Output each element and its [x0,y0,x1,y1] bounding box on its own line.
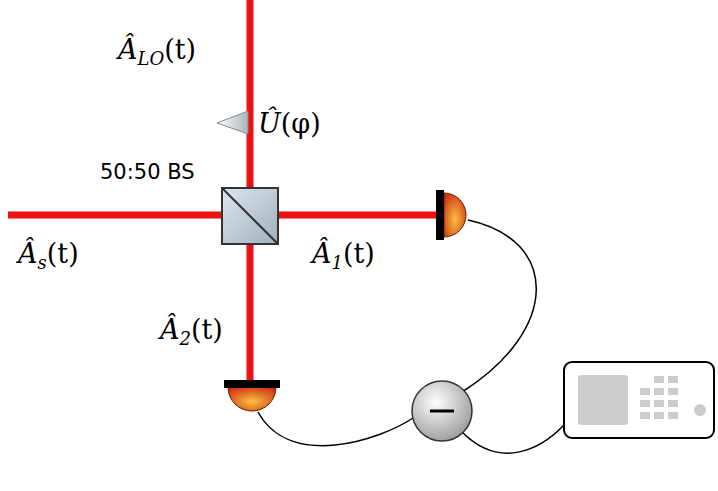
analyzer-knob [694,404,706,416]
analyzer-key [640,400,650,407]
beam-splitter [222,188,278,244]
wire [258,412,413,446]
analyzer-key [668,400,678,407]
field-operator-label: ÂLO(t) [118,36,196,68]
phase-wedge [217,111,248,134]
detector-face [224,380,280,388]
splitter-diagonal [222,188,278,244]
spectrum-analyzer [564,362,714,438]
analyzer-key [640,412,650,419]
subtractor [412,381,472,441]
minus-symbol [430,410,454,413]
analyzer-key [654,400,664,407]
photodetector [444,193,466,237]
analyzer-key [654,388,664,395]
analyzer-key [668,376,678,383]
photodetector [228,387,276,411]
field-operator-label: Û(φ) [258,110,321,137]
analyzer-key [668,412,678,419]
analyzer-keys [640,376,678,419]
field-operator-label: Â1(t) [312,240,375,272]
field-operator-label: Âs(t) [18,240,79,272]
field-operator-label: Â2(t) [160,316,223,348]
analyzer-key [654,412,664,419]
wire [462,425,564,453]
analyzer-key [654,376,664,383]
analyzer-screen [578,375,628,425]
analyzer-key [640,388,650,395]
component-label: 50:50 BS [100,162,195,183]
detector-face [436,190,444,240]
analyzer-key [668,388,678,395]
wire [462,220,536,392]
